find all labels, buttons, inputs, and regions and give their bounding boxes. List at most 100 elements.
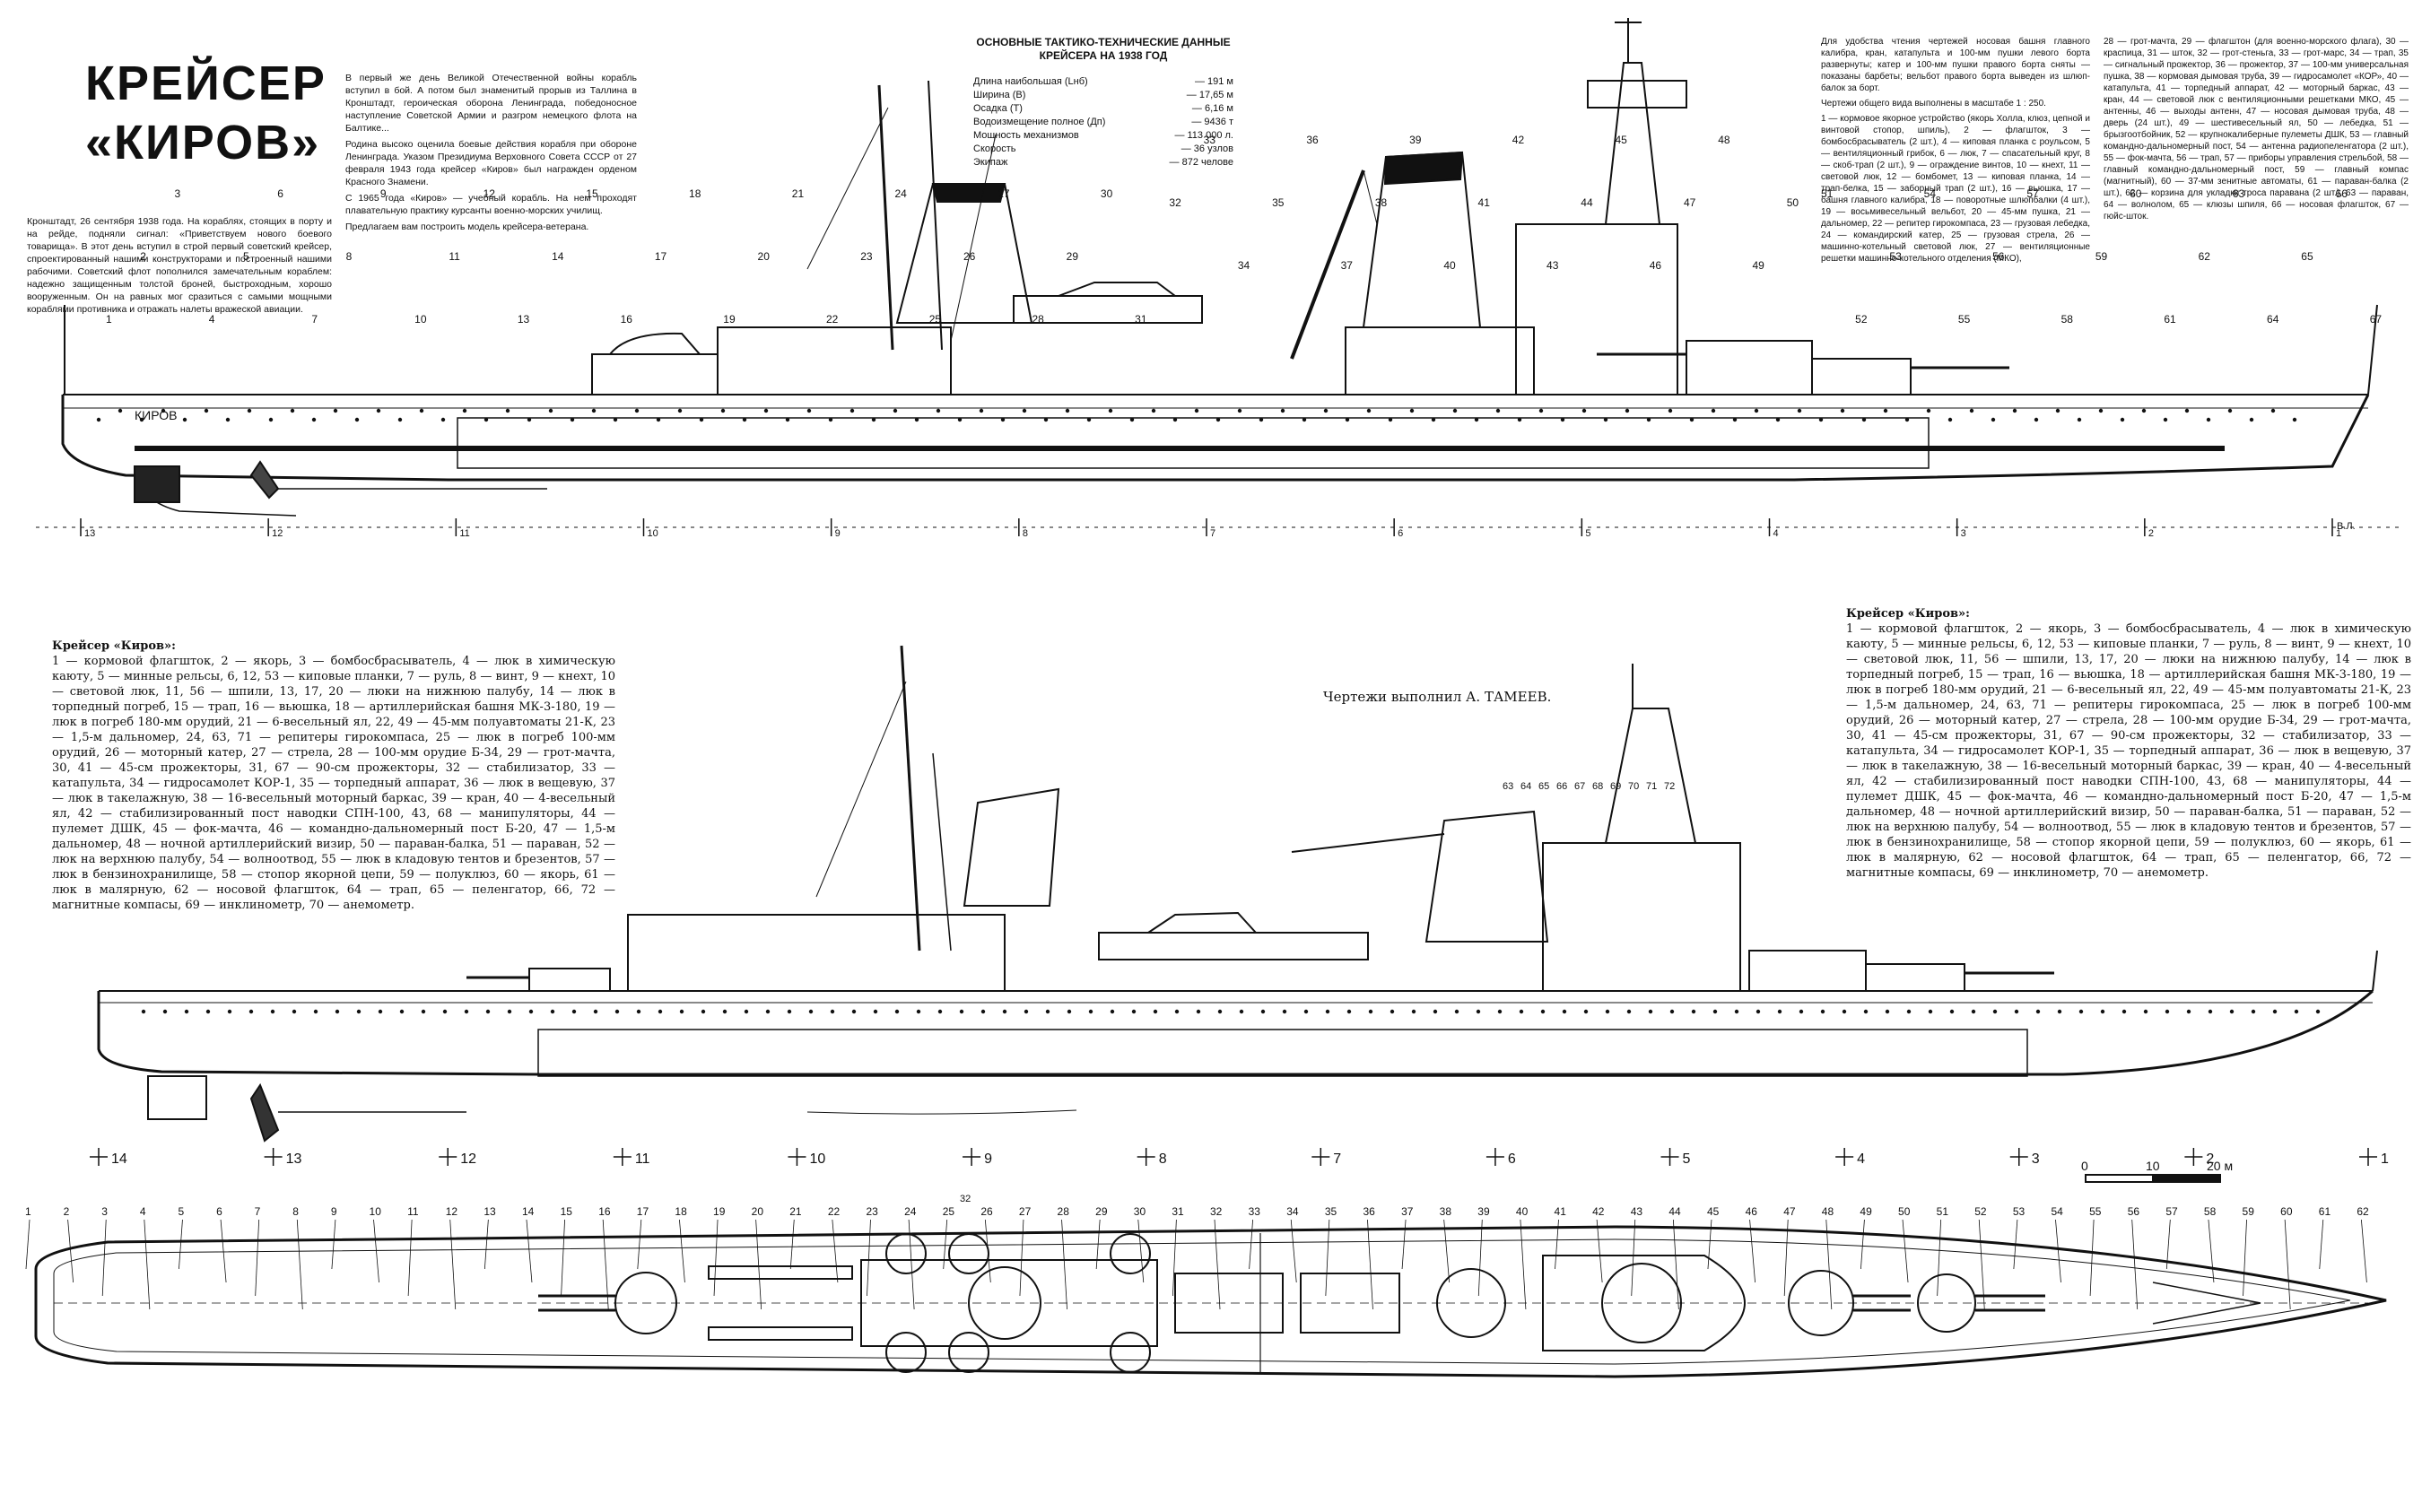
porthole <box>1433 1009 1438 1014</box>
porthole <box>979 408 984 413</box>
leader-line <box>2055 1219 2061 1283</box>
porthole <box>1581 408 1587 413</box>
porthole <box>1454 1009 1459 1014</box>
callout-number: 16 <box>621 313 633 326</box>
armor-belt <box>457 417 1930 469</box>
porthole <box>1926 408 1931 413</box>
porthole <box>1368 1009 1373 1014</box>
scale-bar-half <box>2085 1174 2154 1183</box>
porthole <box>1217 1009 1223 1014</box>
leader-line <box>1631 1219 1636 1297</box>
legend-title: Крейсер «Киров»: <box>52 639 176 653</box>
porthole <box>1002 1009 1007 1014</box>
callout-number: 1 <box>25 1205 31 1218</box>
spec-value: — 17,65 м <box>1186 90 1233 100</box>
callout-number: 8 <box>292 1205 299 1218</box>
porthole <box>1540 1009 1546 1014</box>
porthole <box>333 408 338 413</box>
callout-number: 56 <box>2128 1205 2140 1218</box>
spec-row: Ширина (В) — 17,65 м <box>973 89 1233 102</box>
porthole <box>1625 408 1630 413</box>
callout-number: 15 <box>586 187 598 200</box>
leader-line <box>1290 1219 1297 1283</box>
callout-number: 2 <box>140 250 146 263</box>
porthole <box>828 417 833 422</box>
forward-funnel <box>1424 810 1549 943</box>
leader-line <box>561 1219 565 1297</box>
callout-number: 11 <box>407 1205 419 1218</box>
aft-superstructure <box>627 914 1006 992</box>
callout-number: 67 <box>2370 313 2383 326</box>
porthole <box>744 1009 749 1014</box>
spec-label: Ширина (В) <box>973 90 1026 100</box>
porthole <box>1045 1009 1050 1014</box>
callout-number: 53 <box>2013 1205 2026 1218</box>
callout-number: 46 <box>1650 259 1662 272</box>
callout-number: 54 <box>1924 187 1937 200</box>
porthole <box>2315 1009 2321 1014</box>
porthole <box>959 1009 964 1014</box>
leader-line <box>1555 1219 1559 1270</box>
callout-number: 55 <box>2089 1205 2102 1218</box>
callout-number: 27 <box>1019 1205 1032 1218</box>
porthole <box>311 417 317 422</box>
porthole <box>1411 1009 1416 1014</box>
porthole <box>916 1009 921 1014</box>
porthole <box>356 1009 362 1014</box>
callout-number: 61 <box>2319 1205 2331 1218</box>
frame-number: 13 <box>84 528 95 539</box>
article-column-1: Кронштадт, 26 сентября 1938 года. На кор… <box>27 215 332 319</box>
porthole <box>1840 408 1845 413</box>
aft-turret <box>609 332 701 355</box>
porthole <box>1517 417 1522 422</box>
rudder <box>134 465 180 503</box>
callout-number: 17 <box>637 1205 649 1218</box>
porthole <box>2186 1009 2191 1014</box>
title-line-1: КРЕЙСЕР <box>85 56 327 110</box>
porthole <box>1000 417 1006 422</box>
porthole <box>1732 417 1738 422</box>
scale-bar: 0 10 20 м <box>2081 1159 2233 1183</box>
porthole <box>701 1009 706 1014</box>
callout-number: 25 <box>943 1205 955 1218</box>
forward-turret-1 <box>1917 1273 1976 1333</box>
porthole <box>1474 417 1479 422</box>
forward-tower <box>1542 842 1741 992</box>
porthole <box>1194 408 1199 413</box>
porthole <box>1842 1009 1847 1014</box>
callout-number: 67 <box>1574 781 1585 792</box>
legend-right: Крейсер «Киров»: 1 — кормовой флагшток, … <box>1846 606 2411 947</box>
porthole <box>1239 1009 1244 1014</box>
callout-number: 32 <box>960 1194 971 1204</box>
leader-line <box>713 1219 719 1297</box>
forward-turret-2 <box>1748 950 1867 992</box>
hull-outline <box>61 394 2370 482</box>
spec-value: — 872 челове <box>1169 157 1233 168</box>
callout-number: 54 <box>2051 1205 2063 1218</box>
callout-number: 58 <box>2061 313 2074 326</box>
callout-number: 60 <box>2130 187 2142 200</box>
porthole <box>1949 1009 1955 1014</box>
aft-funnel-cap <box>931 183 1006 203</box>
leader-line <box>144 1219 151 1310</box>
callout-number: 50 <box>1787 196 1799 209</box>
callout-number: 7 <box>311 313 318 326</box>
callout-number: 17 <box>655 250 667 263</box>
porthole <box>1562 1009 1567 1014</box>
spec-row: Длина наибольшая (Lнб)— 191 м <box>973 75 1233 89</box>
seaplane <box>1147 911 1257 934</box>
porthole <box>1669 1009 1675 1014</box>
callout-number: 41 <box>1478 196 1491 209</box>
portholes <box>141 1009 2321 1014</box>
porthole <box>442 1009 448 1014</box>
porthole <box>2292 417 2297 422</box>
porthole <box>1366 408 1372 413</box>
callout-number: 30 <box>1134 1205 1146 1218</box>
callout-number: 59 <box>2095 250 2108 263</box>
forward-funnel-cap <box>1383 151 1464 186</box>
crane-jib <box>1291 833 1445 853</box>
porthole <box>1346 1009 1352 1014</box>
porthole <box>1172 417 1178 422</box>
porthole <box>440 417 446 422</box>
